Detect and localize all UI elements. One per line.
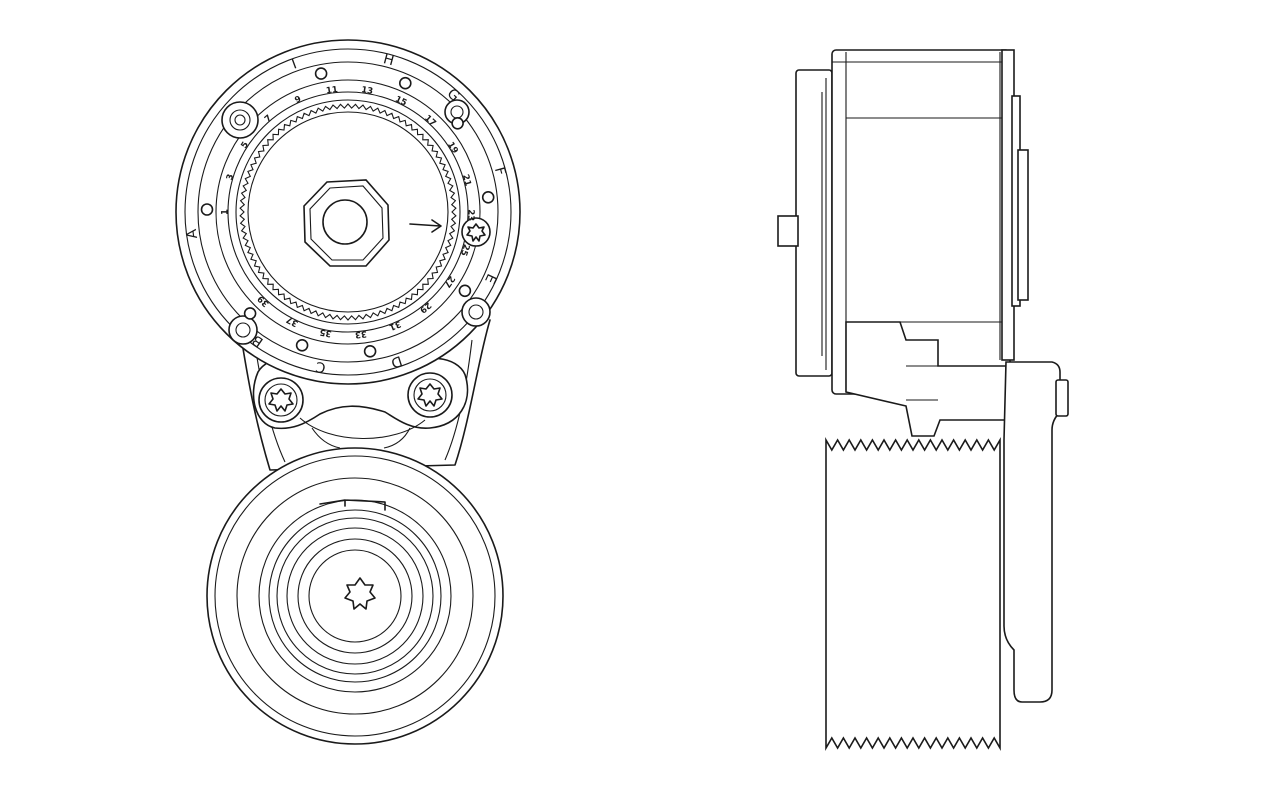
dial-number-31: 31: [387, 318, 402, 332]
indicator-hole: [363, 344, 377, 358]
housing-lug-top-left: [221, 101, 259, 139]
idler-pulley: [206, 447, 504, 745]
adjuster-bore: [322, 199, 368, 245]
arm-bolt-head: [1055, 379, 1069, 417]
dial-number-37: 37: [285, 314, 300, 328]
pulley-dust-cap-tab: [319, 499, 386, 511]
dial-letter-A: A: [184, 228, 201, 240]
dial-number-13: 13: [360, 85, 373, 97]
back-flange: [795, 69, 833, 377]
adjuster-nut-inner: [309, 185, 384, 261]
indicator-arrow-icon: [409, 219, 442, 233]
adjuster-nut-profile: [1017, 149, 1029, 301]
bracket-bolt-left: [258, 377, 304, 423]
bracket-bolt-right: [407, 372, 453, 418]
dial-number-25: 25: [458, 243, 471, 257]
indicator-hole: [458, 284, 472, 298]
dial-number-1: 1: [221, 209, 231, 215]
indicator-hole: [243, 307, 257, 320]
pulley-torx-bolt-icon: [344, 577, 376, 610]
indicator-hole: [200, 203, 214, 216]
dial-number-5: 5: [239, 140, 251, 150]
dial-letter-D: D: [389, 352, 404, 371]
housing-lug-right: [461, 217, 491, 247]
torx-socket-icon: [268, 388, 294, 412]
housing-lug-bottom-left: [228, 315, 258, 345]
dial-letter-C: C: [314, 358, 327, 375]
side-view: [777, 49, 1069, 751]
dial-letter-F: F: [491, 165, 509, 177]
dial-number-35: 35: [319, 326, 333, 338]
indicator-hole: [295, 338, 309, 352]
dial-number-23: 23: [465, 209, 475, 221]
dial-number-3: 3: [225, 173, 236, 182]
dial-number-11: 11: [325, 85, 338, 96]
bracket-web: [311, 427, 411, 449]
dial-indicator-holes: [200, 67, 495, 358]
indicator-hole: [481, 191, 495, 204]
dial-number-15: 15: [393, 94, 408, 108]
dial-number-9: 9: [293, 94, 303, 106]
knurled-adjuster-ring: [239, 103, 457, 321]
indicator-hole: [398, 76, 412, 90]
torx-socket-icon: [417, 383, 443, 407]
side-pulley-arm: [1003, 361, 1061, 703]
indicator-hole: [314, 67, 328, 80]
pulley-ribbed-profile: [825, 437, 1001, 751]
dial-letter-H: H: [381, 51, 395, 69]
dial-number-33: 33: [354, 328, 367, 339]
torx-socket-icon: [466, 223, 486, 242]
dial-letter-I: I: [290, 56, 299, 72]
tensioner-arm: [239, 319, 491, 471]
indicator-hole: [451, 117, 464, 130]
housing-lug-bottom-right: [461, 297, 491, 327]
dial-number-7: 7: [263, 113, 274, 125]
bracket-lower-ridge: [299, 417, 426, 439]
mounting-shaft: [777, 215, 799, 247]
dial-number-21: 21: [460, 173, 473, 187]
